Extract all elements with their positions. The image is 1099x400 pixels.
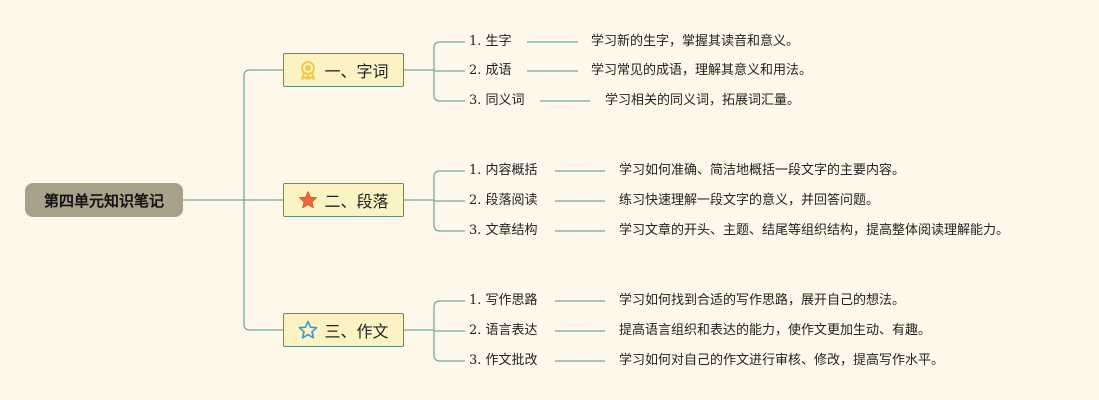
leaf-label[interactable]: 1. 写作思路	[469, 293, 538, 308]
leaf-description[interactable]: 提高语言组织和表达的能力，使作文更加生动、有趣。	[619, 323, 932, 338]
leaf-label[interactable]: 2. 语言表达	[469, 323, 538, 338]
leaf-description[interactable]: 学习常见的成语，理解其意义和用法。	[591, 63, 813, 78]
branch-node-composition[interactable]: 三、作文	[283, 313, 404, 347]
leaf-label[interactable]: 3. 作文批改	[469, 353, 538, 368]
leaf-description[interactable]: 学习相关的同义词，拓展词汇量。	[605, 93, 801, 108]
branch-label: 二、段落	[324, 192, 389, 211]
leaf-description[interactable]: 学习如何找到合适的写作思路，展开自己的想法。	[619, 293, 906, 308]
leaf-description[interactable]: 学习新的生字，掌握其读音和意义。	[591, 34, 800, 49]
branch-node-words[interactable]: 一、字词	[283, 53, 404, 87]
branch-label: 三、作文	[324, 322, 389, 341]
medal-icon	[298, 60, 318, 80]
leaf-description[interactable]: 学习如何对自己的作文进行审核、修改，提高写作水平。	[619, 353, 945, 368]
leaf-description[interactable]: 学习文章的开头、主题、结尾等组织结构，提高整体阅读理解能力。	[619, 223, 1010, 238]
branch-node-paragraph[interactable]: 二、段落	[283, 183, 404, 217]
leaf-label[interactable]: 3. 文章结构	[469, 223, 538, 238]
root-node[interactable]: 第四单元知识笔记	[25, 183, 183, 217]
leaf-label[interactable]: 2. 成语	[469, 63, 512, 78]
star-outline-icon	[298, 320, 318, 340]
leaf-label[interactable]: 1. 内容概括	[469, 163, 538, 178]
star-filled-icon	[298, 190, 318, 210]
leaf-label[interactable]: 3. 同义词	[469, 93, 525, 108]
branch-label: 一、字词	[324, 62, 389, 81]
leaf-description[interactable]: 学习如何准确、简洁地概括一段文字的主要内容。	[619, 163, 906, 178]
leaf-label[interactable]: 2. 段落阅读	[469, 193, 538, 208]
leaf-label[interactable]: 1. 生字	[469, 34, 512, 49]
leaf-description[interactable]: 练习快速理解一段文字的意义，并回答问题。	[619, 193, 880, 208]
root-title: 第四单元知识笔记	[43, 191, 164, 210]
